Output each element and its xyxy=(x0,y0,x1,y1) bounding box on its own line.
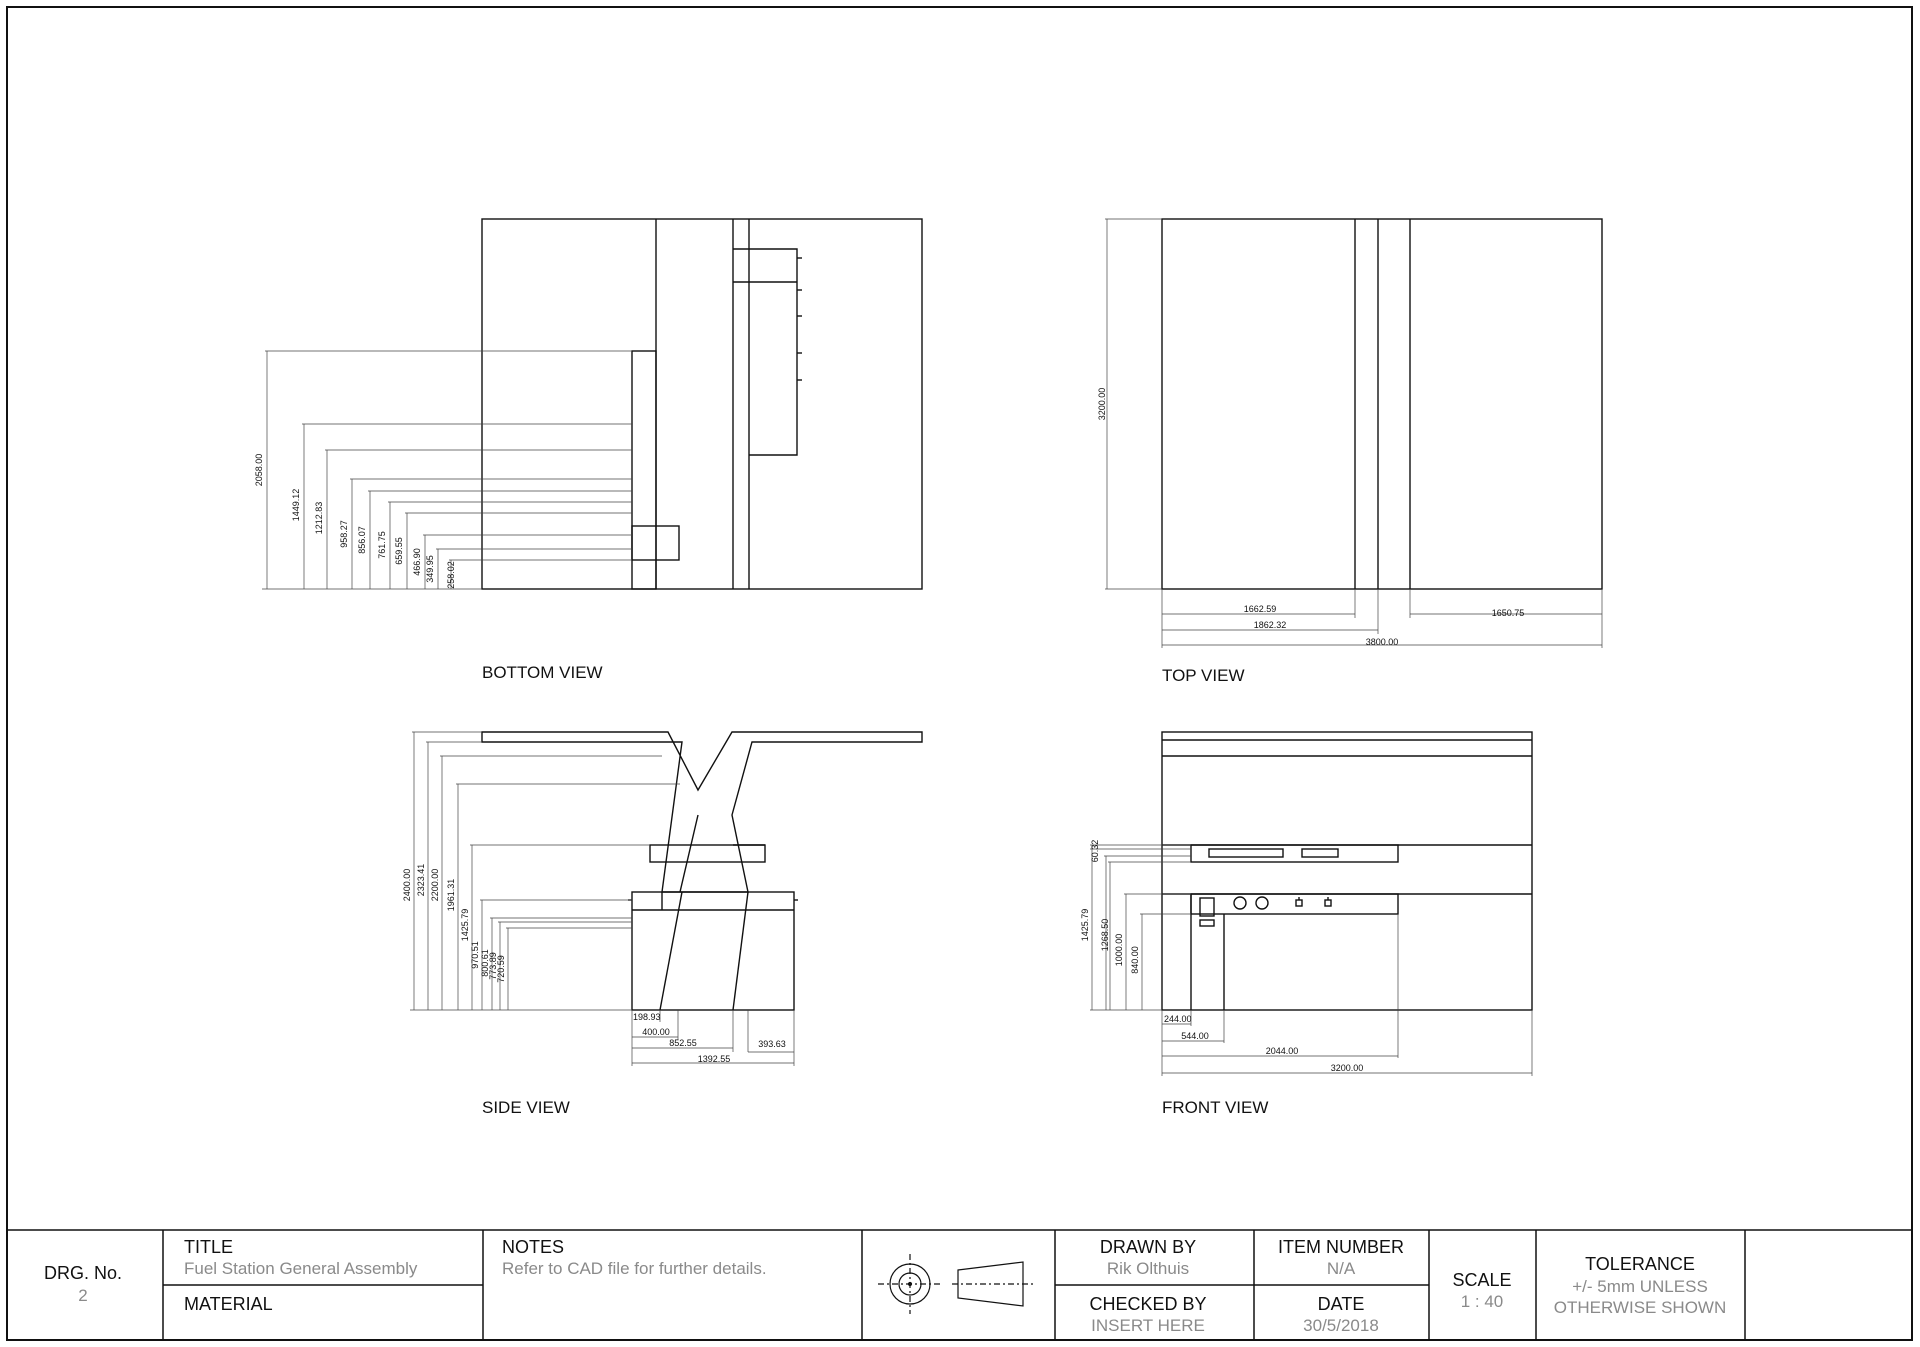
title-value: Fuel Station General Assembly xyxy=(184,1259,418,1278)
dim-label: 2400.00 xyxy=(402,869,412,902)
dim-label: 258.02 xyxy=(446,561,456,589)
dim-label: 970.51 xyxy=(470,941,480,969)
date-value: 30/5/2018 xyxy=(1303,1316,1379,1335)
dim-label: 840.00 xyxy=(1130,946,1140,974)
dim-label: 2044.00 xyxy=(1266,1046,1299,1056)
dim-label: 349.95 xyxy=(425,555,435,583)
material-label: MATERIAL xyxy=(184,1294,273,1314)
dim-label: 3200.00 xyxy=(1097,388,1107,421)
sheet-border xyxy=(6,6,1913,1341)
side-view-dim-labels: 2400.00 2323.41 2200.00 1961.31 1425.79 … xyxy=(402,864,786,1064)
bottom-view-label: BOTTOM VIEW xyxy=(482,663,603,682)
dim-label: 544.00 xyxy=(1181,1031,1209,1041)
dim-label: 1268.50 xyxy=(1100,919,1110,952)
bottom-view xyxy=(481,218,923,590)
dim-label: 2200.00 xyxy=(430,869,440,902)
dim-label: 856.07 xyxy=(357,526,367,554)
dim-label: 244.00 xyxy=(1164,1014,1192,1024)
item-number-label: ITEM NUMBER xyxy=(1278,1237,1404,1257)
bottom-view-dimensions xyxy=(262,350,632,590)
dim-label: 1961.31 xyxy=(446,879,456,912)
dim-label: 1862.32 xyxy=(1254,620,1287,630)
notes-value: Refer to CAD file for further details. xyxy=(502,1259,767,1278)
dim-label: 1000.00 xyxy=(1114,934,1124,967)
scale-value: 1 : 40 xyxy=(1461,1292,1504,1311)
top-view-dim-labels: 3200.00 1662.59 1862.32 1650.75 3800.00 xyxy=(1097,388,1524,647)
title-block xyxy=(7,1229,1912,1340)
top-view-label: TOP VIEW xyxy=(1162,666,1245,685)
dim-label: 761.75 xyxy=(377,531,387,559)
top-view xyxy=(1161,218,1603,590)
side-view-dimensions xyxy=(410,731,795,1066)
dim-label: 1425.79 xyxy=(1080,909,1090,942)
front-view-dimensions xyxy=(1090,844,1533,1076)
dim-label: 3800.00 xyxy=(1366,637,1399,647)
dim-label: 393.63 xyxy=(758,1039,786,1049)
dim-label: 400.00 xyxy=(642,1027,670,1037)
front-view xyxy=(1161,731,1533,1011)
drawn-by-value: Rik Olthuis xyxy=(1107,1259,1189,1278)
dim-label: 800.61 xyxy=(480,949,490,977)
dim-label: 852.55 xyxy=(669,1038,697,1048)
dim-label: 198.93 xyxy=(633,1012,661,1022)
dim-label: 720.59 xyxy=(496,955,506,983)
notes-label: NOTES xyxy=(502,1237,564,1257)
drg-no-label: DRG. No. xyxy=(44,1263,122,1283)
drg-no-value: 2 xyxy=(78,1286,87,1305)
dim-label: 1650.75 xyxy=(1492,608,1525,618)
dim-label: 1662.59 xyxy=(1244,604,1277,614)
dim-label: 1449.12 xyxy=(291,489,301,522)
checked-by-value: INSERT HERE xyxy=(1091,1316,1205,1335)
side-view xyxy=(481,731,923,1011)
bottom-view-dim-labels: 2058.00 1449.12 1212.83 958.27 856.07 76… xyxy=(254,454,456,589)
title-label: TITLE xyxy=(184,1237,233,1257)
date-label: DATE xyxy=(1318,1294,1365,1314)
scale-label: SCALE xyxy=(1452,1270,1511,1290)
title-block-text: DRG. No. 2 TITLE Fuel Station General As… xyxy=(44,1237,1726,1335)
side-view-label: SIDE VIEW xyxy=(482,1098,570,1117)
drawn-by-label: DRAWN BY xyxy=(1100,1237,1196,1257)
item-number-value: N/A xyxy=(1327,1259,1356,1278)
dim-label: 1392.55 xyxy=(698,1054,731,1064)
dim-label: 60.32 xyxy=(1090,840,1100,863)
tolerance-label: TOLERANCE xyxy=(1585,1254,1695,1274)
checked-by-label: CHECKED BY xyxy=(1089,1294,1206,1314)
front-view-dim-labels: 60.32 1425.79 1268.50 1000.00 840.00 244… xyxy=(1080,840,1363,1073)
dim-label: 1212.83 xyxy=(314,502,324,535)
tolerance-value-line2: OTHERWISE SHOWN xyxy=(1554,1298,1727,1317)
dim-label: 958.27 xyxy=(339,520,349,548)
dim-label: 2058.00 xyxy=(254,454,264,487)
dim-label: 659.55 xyxy=(394,537,404,565)
dim-label: 2323.41 xyxy=(416,864,426,897)
dim-label: 3200.00 xyxy=(1331,1063,1364,1073)
dim-label: 466.90 xyxy=(412,548,422,576)
dim-label: 773.89 xyxy=(488,952,498,980)
third-angle-projection-icon xyxy=(878,1254,1036,1314)
tolerance-value-line1: +/- 5mm UNLESS xyxy=(1572,1277,1708,1296)
top-view-dimensions xyxy=(1105,218,1603,648)
front-view-label: FRONT VIEW xyxy=(1162,1098,1268,1117)
dim-label: 1425.79 xyxy=(460,909,470,942)
